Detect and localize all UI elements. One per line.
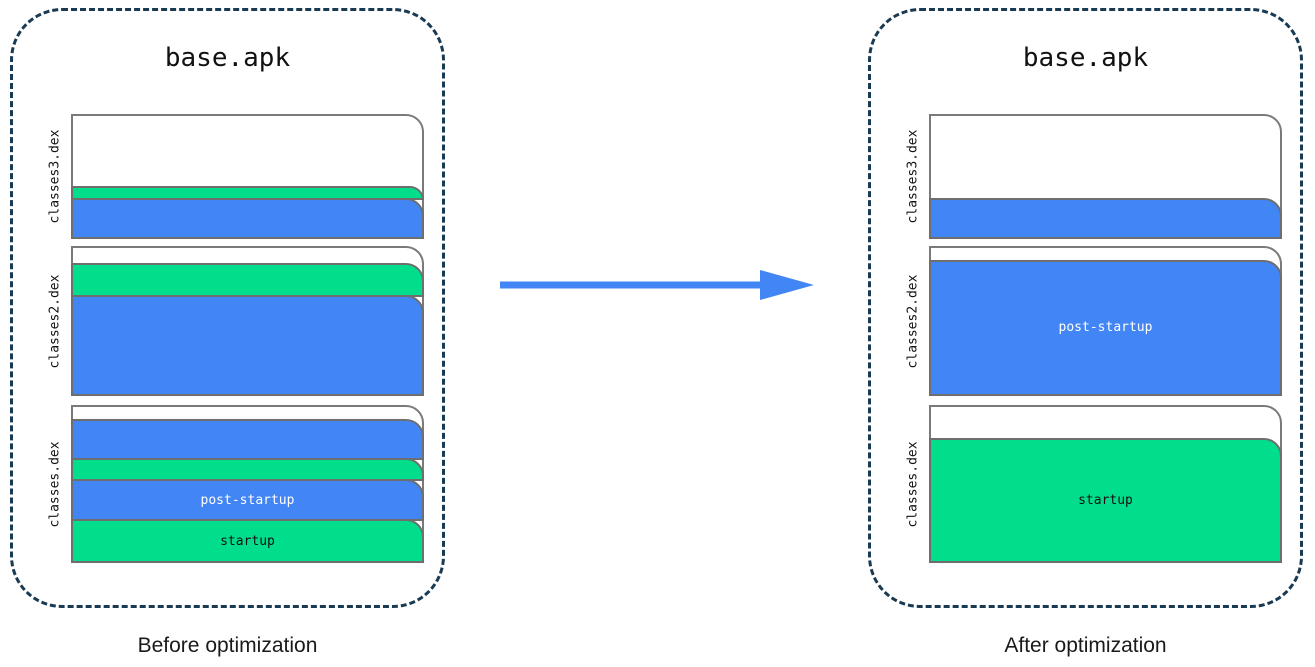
arrow-icon	[500, 270, 814, 300]
dex-label-text: classes2.dex	[905, 274, 921, 368]
segment-label: startup	[220, 533, 275, 549]
dex-label: classes.dex	[899, 405, 927, 563]
dex-label: classes3.dex	[41, 114, 69, 239]
dex-segment-startup	[71, 457, 424, 482]
dex-segment-post-startup	[71, 198, 424, 239]
dex-group-classes-dex: classes.dex startup post-startup	[41, 405, 424, 563]
dex-label: classes.dex	[41, 405, 69, 563]
dex-box	[71, 114, 424, 239]
apk-panel-after: base.apk classes3.dex classes2.dex post-st…	[868, 8, 1303, 608]
dex-segment-startup	[71, 186, 424, 201]
dex-label: classes3.dex	[899, 114, 927, 239]
dex-segment-startup: startup	[929, 437, 1282, 563]
dex-segment-post-startup: post-startup	[71, 479, 424, 522]
dex-box: startup post-startup	[71, 405, 424, 563]
dex-label-text: classes3.dex	[47, 129, 63, 224]
dex-segment-startup	[71, 262, 424, 297]
dex-segment-post-startup: post-startup	[929, 259, 1282, 396]
dex-box	[929, 114, 1282, 239]
dex-segment-post-startup	[929, 198, 1282, 239]
dex-label-text: classes3.dex	[905, 129, 921, 224]
caption-before: Before optimization	[137, 634, 318, 657]
dex-box: startup	[929, 405, 1282, 563]
dex-label-text: classes2.dex	[47, 274, 63, 368]
dex-box: post-startup	[929, 246, 1282, 396]
dex-segment-post-startup	[71, 294, 424, 396]
caption-after: After optimization	[1004, 634, 1167, 657]
dex-label: classes2.dex	[41, 246, 69, 396]
dex-group-classes3-dex: classes3.dex	[899, 114, 1282, 239]
apk-panel-before: base.apk classes3.dex classes2.dex classes…	[10, 8, 445, 608]
apk-title-after: base.apk	[1022, 43, 1149, 73]
dex-box	[71, 246, 424, 396]
dex-group-classes-dex: classes.dex startup	[899, 405, 1282, 563]
dex-label-text: classes.dex	[47, 440, 63, 528]
dex-group-classes2-dex: classes2.dex	[41, 246, 424, 396]
segment-label: startup	[1078, 492, 1133, 508]
dex-segment-post-startup	[71, 419, 424, 460]
dex-group-classes2-dex: classes2.dex post-startup	[899, 246, 1282, 396]
apk-title-before: base.apk	[164, 43, 291, 73]
dex-segment-startup: startup	[71, 519, 424, 563]
segment-label: post-startup	[1058, 320, 1153, 336]
transform-arrow	[498, 265, 818, 305]
dex-label: classes2.dex	[899, 246, 927, 396]
segment-label: post-startup	[200, 492, 295, 508]
dex-label-text: classes.dex	[905, 440, 921, 528]
dex-group-classes3-dex: classes3.dex	[41, 114, 424, 239]
